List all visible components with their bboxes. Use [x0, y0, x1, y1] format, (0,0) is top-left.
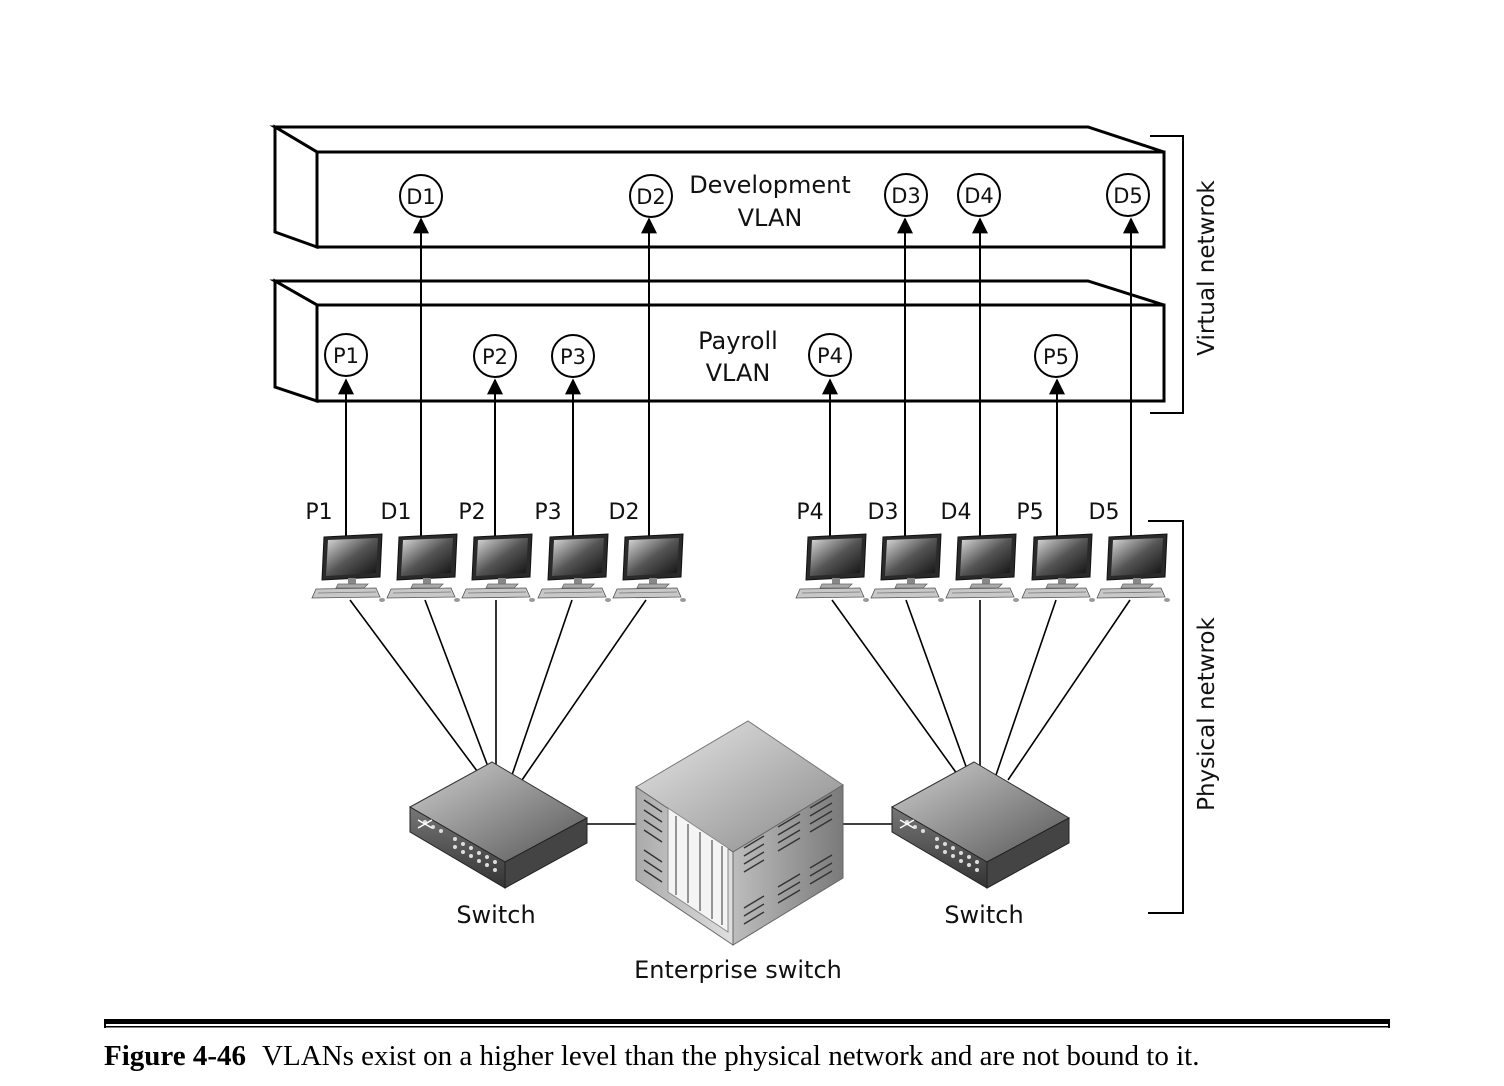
- computer-label-d3: D3: [868, 500, 899, 525]
- computer-label-d2: D2: [609, 500, 640, 525]
- svg-text:D1: D1: [406, 185, 436, 209]
- dev-node-d2: D2: [629, 174, 673, 218]
- computer-icon-d3: [870, 533, 944, 602]
- switch-left-icon: [408, 761, 589, 889]
- payroll-vlan-subtitle: VLAN: [706, 359, 771, 387]
- caption-rule: [104, 1019, 1390, 1028]
- development-vlan-subtitle: VLAN: [738, 204, 803, 232]
- payroll-node-p4: P4: [808, 333, 852, 377]
- svg-text:P4: P4: [817, 344, 843, 368]
- computer-icon-d4: [945, 533, 1019, 602]
- switch-cables: [349, 599, 1131, 825]
- computer-icon-d1: [386, 533, 460, 602]
- computer-icon-d2: [612, 533, 686, 602]
- computer-label-p4: P4: [796, 500, 823, 525]
- computer-label-d5: D5: [1089, 500, 1120, 525]
- computer-icon-d5: [1096, 533, 1170, 602]
- virtual-network-bracket: [1150, 135, 1184, 414]
- enterprise-switch-icon: [635, 720, 844, 946]
- svg-text:D2: D2: [636, 185, 666, 209]
- dev-node-d4: D4: [957, 173, 1001, 217]
- enterprise-switch-label: Enterprise switch: [634, 956, 842, 984]
- payroll-node-p1: P1: [324, 333, 368, 377]
- payroll-node-p5: P5: [1034, 334, 1078, 378]
- dev-node-d1: D1: [399, 174, 443, 218]
- dev-node-d5: D5: [1106, 173, 1150, 217]
- payroll-node-p3: P3: [551, 334, 595, 378]
- computer-icon-p3: [537, 533, 611, 602]
- figure-caption-text: VLANs exist on a higher level than the p…: [262, 1040, 1199, 1072]
- svg-text:D5: D5: [1113, 184, 1143, 208]
- computers: [311, 533, 1170, 602]
- figure-caption: Figure 4-46 VLANs exist on a higher level…: [104, 1040, 1199, 1072]
- computer-label-p3: P3: [534, 500, 561, 525]
- switch-right-label: Switch: [944, 901, 1023, 929]
- payroll-vlan-title: Payroll: [698, 327, 778, 355]
- computer-icon-p2: [461, 533, 535, 602]
- svg-text:P2: P2: [482, 345, 508, 369]
- svg-text:D3: D3: [891, 184, 921, 208]
- computer-icon-p1: [311, 533, 385, 602]
- physical-network-label: Physical netwrok: [1194, 616, 1220, 810]
- physical-network-bracket: [1148, 520, 1184, 914]
- development-vlan-box: [269, 124, 1166, 250]
- svg-text:D4: D4: [964, 184, 994, 208]
- payroll-vlan-box: [269, 278, 1166, 404]
- svg-text:P1: P1: [333, 344, 359, 368]
- computer-icon-p4: [795, 533, 869, 602]
- payroll-node-p2: P2: [473, 334, 517, 378]
- switch-left-label: Switch: [456, 901, 535, 929]
- computer-label-p1: P1: [305, 500, 332, 525]
- computer-label-p2: P2: [458, 500, 485, 525]
- computer-icon-p5: [1021, 533, 1095, 602]
- computer-label-p5: P5: [1016, 500, 1043, 525]
- switch-right-icon: [890, 761, 1071, 889]
- svg-text:P3: P3: [560, 345, 586, 369]
- svg-text:P5: P5: [1043, 345, 1069, 369]
- development-vlan-title: Development: [689, 171, 851, 199]
- dev-node-d3: D3: [884, 173, 928, 217]
- figure-number: Figure 4-46: [104, 1040, 246, 1072]
- virtual-network-label: Virtual netwrok: [1194, 180, 1220, 356]
- computer-label-d1: D1: [381, 500, 412, 525]
- computer-label-d4: D4: [941, 500, 972, 525]
- vlan-connection-arrows: [338, 217, 1139, 537]
